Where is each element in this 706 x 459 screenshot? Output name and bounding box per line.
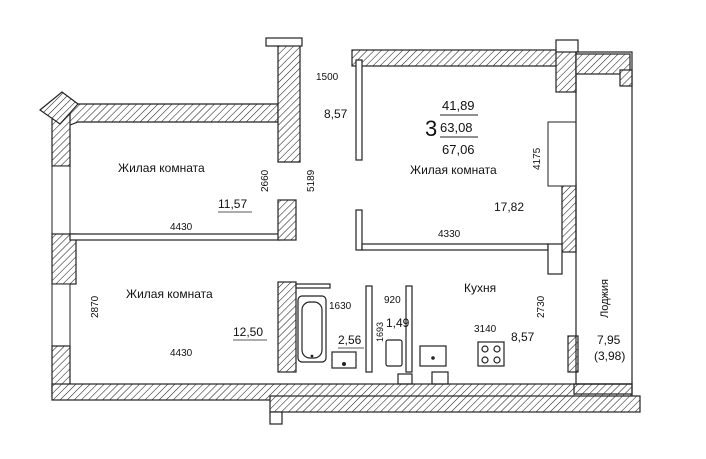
- hall-length: 5189: [306, 169, 317, 192]
- room1-height: 2660: [260, 169, 271, 192]
- toilet-width: 920: [384, 295, 401, 306]
- hall-area: 8,57: [324, 107, 348, 121]
- kitchen-height: 2730: [536, 295, 547, 318]
- interior-walls: [69, 59, 563, 373]
- toilet: 920 1,49 1693: [375, 295, 410, 342]
- total-with-loggia: 67,06: [442, 142, 475, 157]
- stove: [477, 341, 505, 367]
- fixtures: [297, 295, 505, 385]
- room2-width: 4430: [170, 348, 193, 359]
- room1-width: 4430: [170, 222, 193, 233]
- bath-sink: [331, 351, 357, 369]
- kitchen-sink: [419, 345, 447, 367]
- bathroom-area: 2,56: [338, 333, 362, 347]
- loggia-label: Лоджия: [599, 279, 611, 318]
- loggia-area-reduced: (3,98): [594, 349, 625, 363]
- living-area: 41,89: [442, 98, 475, 113]
- room1-area: 11,57: [218, 197, 247, 211]
- room2-height: 2870: [90, 295, 101, 318]
- kitchen: Кухня 3140 8,57 2730: [464, 281, 547, 344]
- loggia: Лоджия 7,95 (3,98): [594, 279, 625, 363]
- hall-width: 1500: [316, 72, 339, 83]
- room-1: Жилая комната 11,57 4430 2660: [118, 161, 271, 233]
- loggia-area: 7,95: [597, 333, 621, 347]
- room3-label: Жилая комната: [410, 163, 497, 177]
- total-area: 63,08: [440, 120, 473, 135]
- room3-height: 4175: [532, 147, 543, 170]
- room3-area: 17,82: [494, 200, 524, 214]
- toilet-depth: 1693: [375, 322, 385, 342]
- bathroom-width: 1630: [329, 301, 352, 312]
- toilet-area: 1,49: [386, 316, 410, 330]
- room-2: Жилая комната 12,50 4430 2870: [90, 287, 267, 359]
- room1-label: Жилая комната: [118, 161, 205, 175]
- room3-width: 4330: [438, 229, 461, 240]
- bathtub: [297, 295, 327, 363]
- rooms-count: 3: [425, 116, 437, 141]
- kitchen-area: 8,57: [511, 330, 535, 344]
- apartment-summary: 3 41,89 63,08 67,06: [425, 98, 478, 157]
- bathroom: 1630 2,56: [329, 301, 364, 349]
- room2-area: 12,50: [233, 325, 263, 339]
- room2-label: Жилая комната: [126, 287, 213, 301]
- outer-walls: [39, 37, 641, 425]
- toilet-bowl: [385, 339, 403, 367]
- hall: 1500 8,57 5189: [306, 72, 348, 192]
- kitchen-label: Кухня: [464, 281, 496, 295]
- room-3: Жилая комната 17,82 4330 4175: [410, 147, 543, 240]
- kitchen-width: 3140: [474, 324, 497, 335]
